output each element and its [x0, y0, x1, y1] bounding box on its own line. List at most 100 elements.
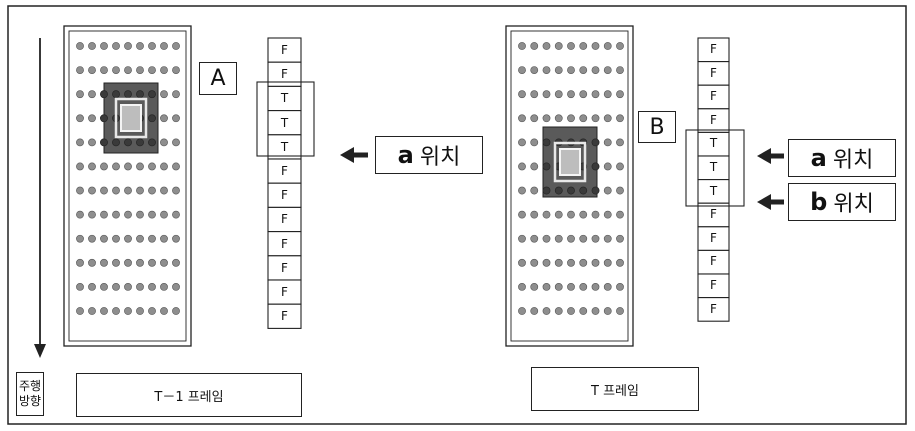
grid-dot: [148, 258, 156, 267]
position-text: 위치: [833, 192, 874, 217]
grid-dot: [88, 114, 96, 123]
position-arrow-head: [757, 194, 771, 210]
grid-dot: [591, 307, 600, 315]
grid-dot: [603, 90, 612, 99]
grid-dot: [112, 283, 120, 291]
flag-cell-value: T: [280, 139, 289, 154]
object-dot: [100, 114, 108, 123]
object-dot: [542, 162, 551, 171]
grid-dot: [554, 307, 563, 315]
grid-dot: [88, 42, 96, 50]
object-dot: [591, 138, 600, 147]
grid-dot: [518, 307, 526, 315]
position-callout-a-prev: a 위치: [375, 136, 483, 174]
grid-dot: [542, 234, 551, 243]
grid-dot: [567, 283, 575, 291]
grid-dot: [76, 42, 84, 50]
grid-dot: [76, 234, 84, 243]
flag-cell-value: F: [710, 65, 717, 80]
grid-dot: [100, 66, 108, 74]
grid-dot: [172, 66, 180, 74]
outer-border: [7, 5, 907, 425]
grid-dot: [530, 42, 539, 50]
grid-dot: [567, 210, 575, 219]
position-letter: a: [810, 144, 827, 172]
grid-dot: [124, 162, 132, 171]
selection-bracket-curr: [685, 129, 745, 207]
grid-dot: [88, 210, 96, 219]
position-callout-b-curr: b 위치: [788, 183, 896, 221]
grid-dot: [148, 66, 156, 74]
grid-dot: [88, 162, 96, 171]
grid-dot: [112, 234, 120, 243]
grid-dot: [112, 66, 120, 74]
grid-dot: [124, 234, 132, 243]
object-dot: [100, 138, 108, 147]
grid-dot: [160, 307, 168, 315]
grid-dot: [603, 114, 612, 123]
direction-label: 주행 방향: [16, 372, 44, 416]
grid-dot: [567, 258, 575, 267]
grid-dot: [616, 186, 624, 195]
grid-dot: [616, 114, 624, 123]
grid-dot: [603, 138, 612, 147]
grid-dot: [160, 90, 168, 99]
grid-dot: [616, 66, 624, 74]
flag-cell-value: T: [280, 91, 289, 106]
grid-dot: [124, 42, 132, 50]
grid-dot: [100, 162, 108, 171]
flag-cell-value: F: [710, 254, 717, 269]
grid-dot: [172, 114, 180, 123]
flag-cell-value: T: [709, 183, 718, 198]
grid-dot: [136, 162, 144, 171]
grid-dot: [616, 258, 624, 267]
object-frame-inner: [559, 148, 581, 176]
grid-dot: [579, 283, 588, 291]
grid-dot: [554, 210, 563, 219]
grid-dot: [542, 66, 551, 74]
grid-dot: [76, 90, 84, 99]
grid-dot: [88, 90, 96, 99]
grid-dot: [591, 90, 600, 99]
grid-dot: [112, 307, 120, 315]
grid-dot: [591, 258, 600, 267]
grid-dot: [136, 258, 144, 267]
object-dot: [136, 138, 144, 147]
grid-dot: [591, 66, 600, 74]
grid-dot: [124, 307, 132, 315]
grid-dot: [148, 42, 156, 50]
grid-dot: [88, 66, 96, 74]
grid-dot: [542, 283, 551, 291]
position-letter: a: [397, 141, 414, 169]
grid-dot: [100, 210, 108, 219]
grid-dot: [124, 66, 132, 74]
position-letter: b: [810, 188, 828, 216]
grid-dot: [518, 283, 526, 291]
grid-dot: [567, 66, 575, 74]
grid-dot: [554, 90, 563, 99]
grid-dot: [518, 114, 526, 123]
grid-dot: [530, 66, 539, 74]
grid-dot: [172, 210, 180, 219]
flag-cell-value: F: [281, 212, 288, 227]
object-dot: [148, 90, 156, 99]
flag-cell: [267, 158, 302, 184]
grid-dot: [530, 307, 539, 315]
grid-dot: [172, 162, 180, 171]
grid-dot: [148, 210, 156, 219]
grid-dot: [136, 283, 144, 291]
grid-dot: [530, 138, 539, 147]
grid-dot: [160, 186, 168, 195]
grid-dot: [88, 138, 96, 147]
grid-dot: [136, 66, 144, 74]
grid-dot: [616, 138, 624, 147]
grid-dot: [172, 186, 180, 195]
grid-dot: [160, 114, 168, 123]
grid-dot: [76, 283, 84, 291]
grid-dot: [172, 258, 180, 267]
object-label-b: B: [638, 111, 676, 143]
road-panel-inner-prev: [68, 30, 187, 342]
grid-dot: [172, 307, 180, 315]
grid-dot: [554, 258, 563, 267]
grid-dot: [616, 234, 624, 243]
